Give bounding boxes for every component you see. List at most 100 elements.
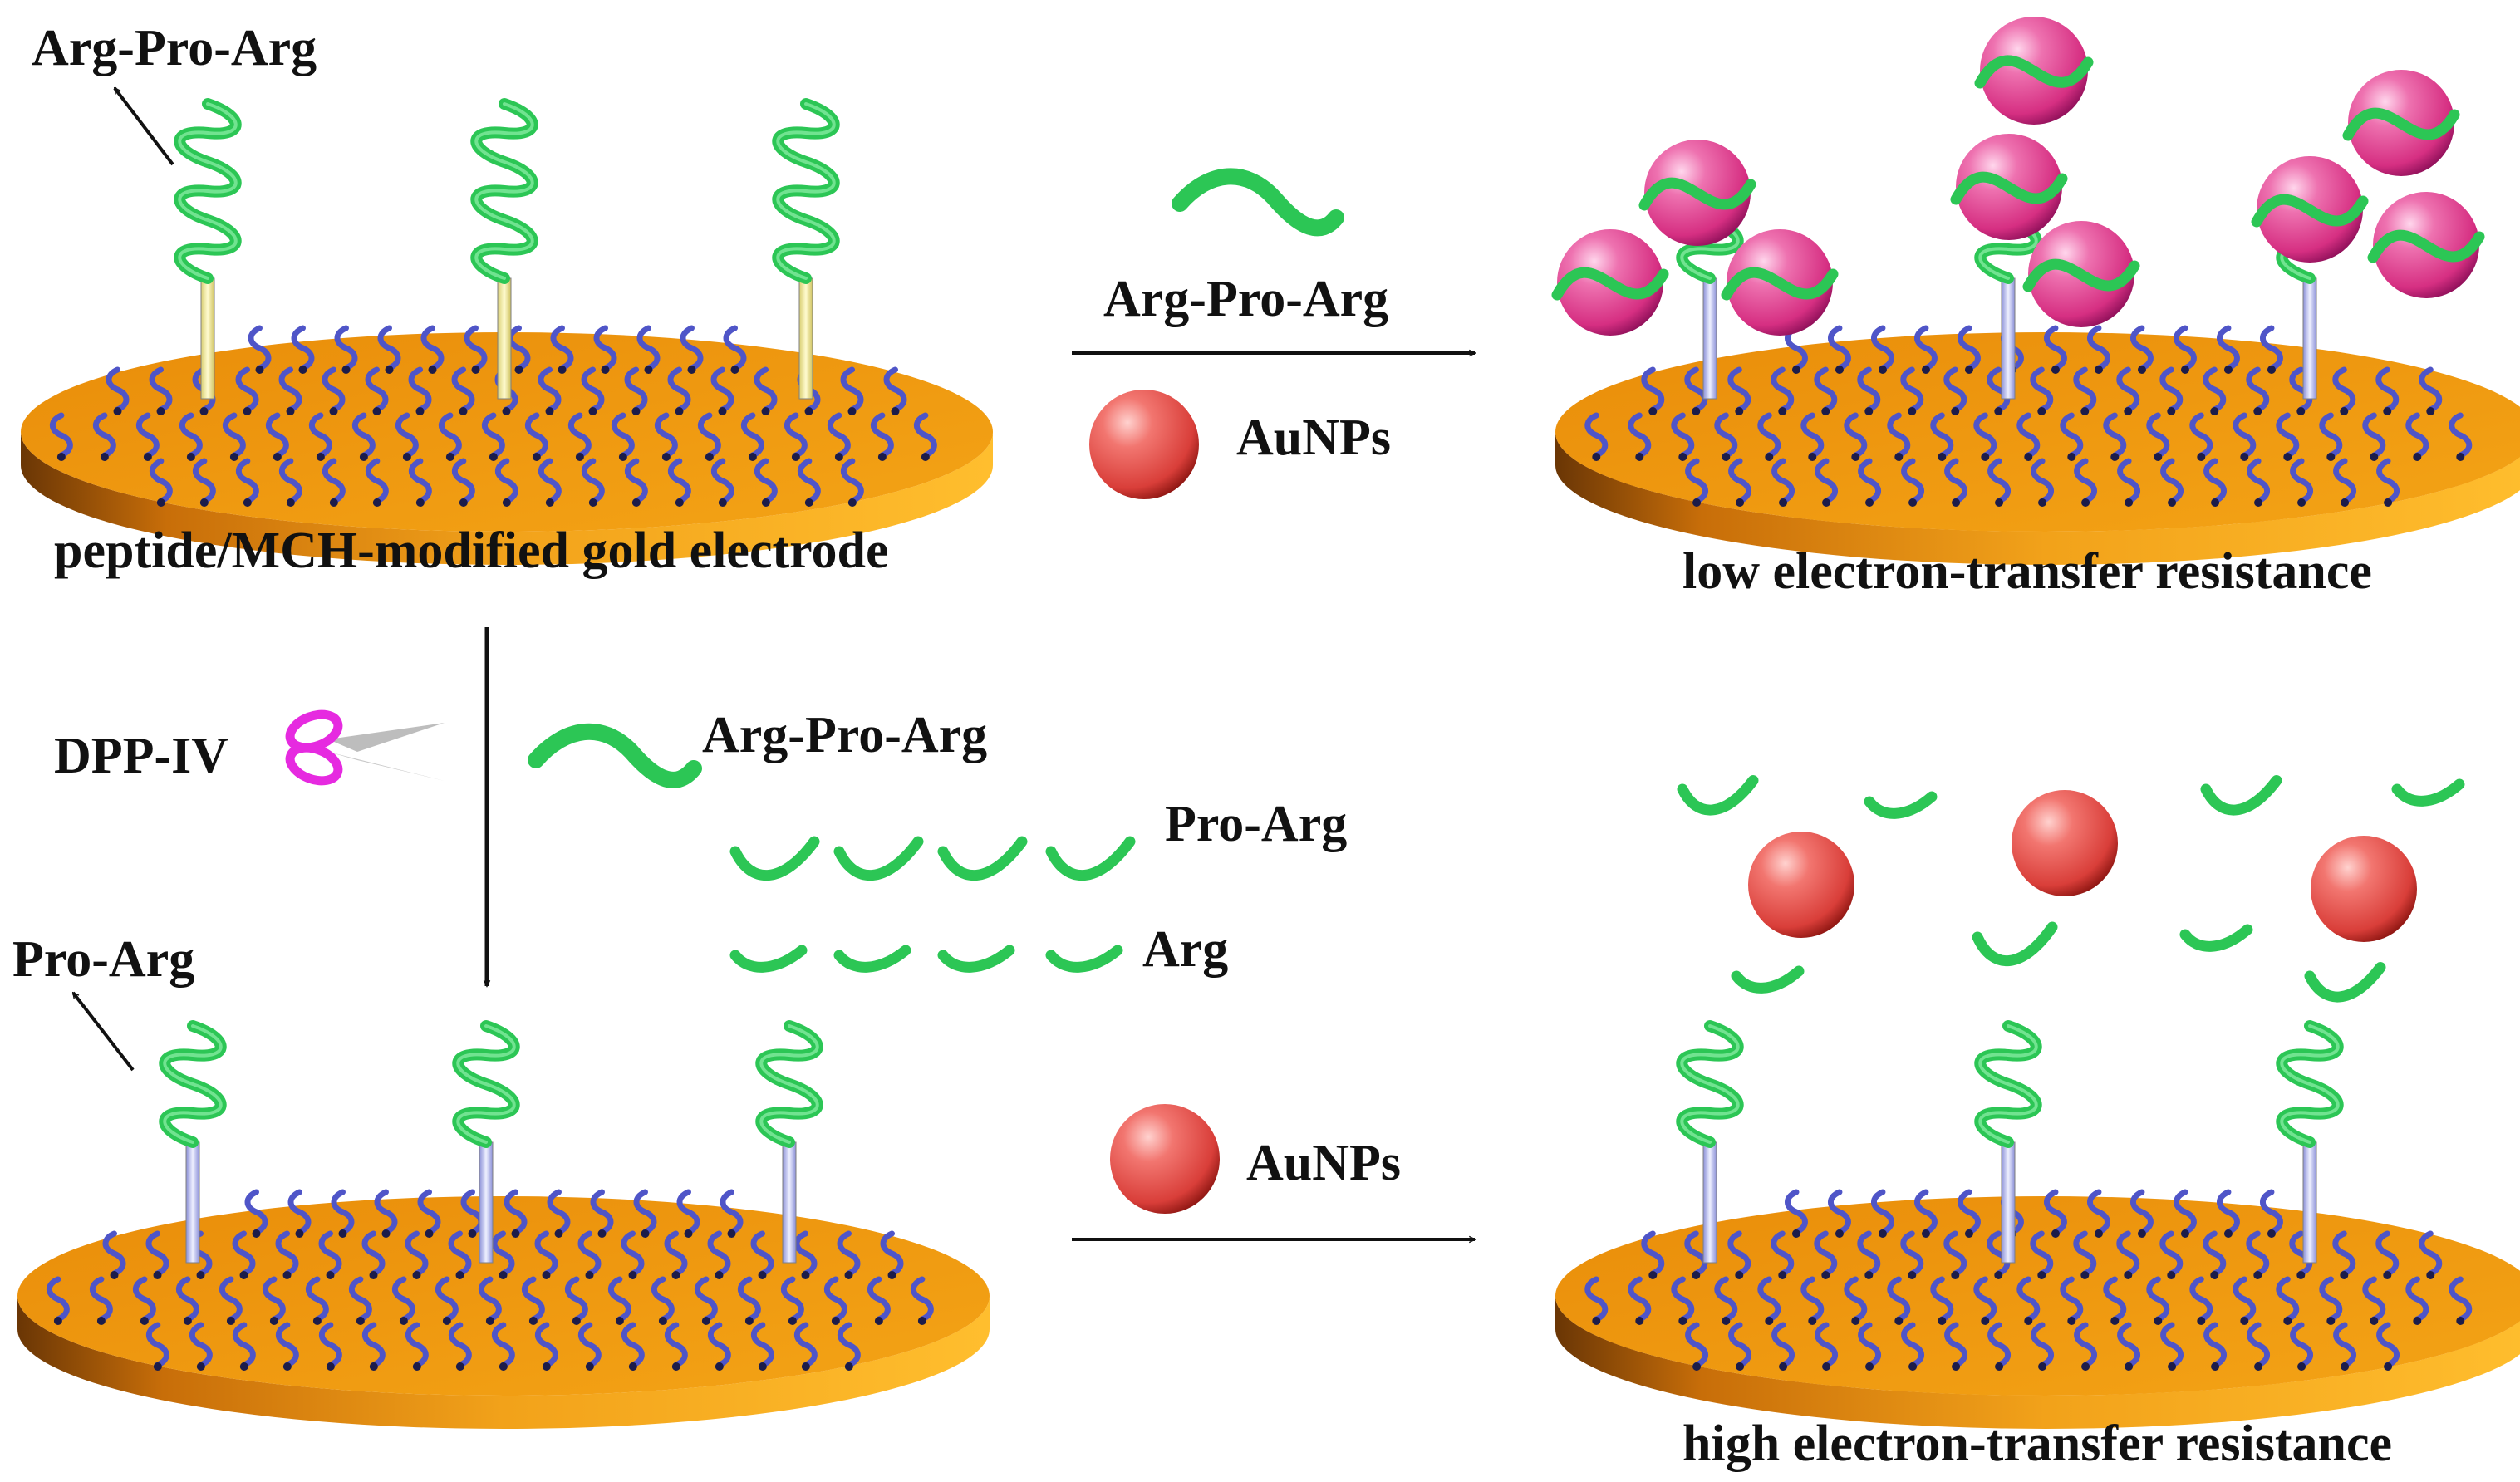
mch-chain (135, 412, 160, 459)
mch-layer (1584, 325, 2473, 507)
mch-chain (145, 1230, 169, 1277)
mch-anchor (788, 1317, 797, 1325)
mch-anchor (1995, 1362, 2004, 1371)
mch-anchor (341, 366, 351, 374)
mch-chain (2044, 325, 2067, 371)
mch-anchor (2341, 1362, 2350, 1371)
mch-anchor (1951, 407, 1960, 415)
mch-chain (2362, 412, 2386, 459)
mch-chain (2130, 325, 2154, 371)
electrode-bottom-right (1555, 1141, 2520, 1429)
mch-chain (1871, 1189, 1894, 1235)
mch-anchor (2024, 1317, 2033, 1325)
mch-anchor (96, 1317, 106, 1325)
mch-anchor (2456, 1317, 2465, 1325)
mch-chain (1584, 1276, 1609, 1323)
mch-anchor (1648, 1271, 1658, 1279)
mch-anchor (2154, 1317, 2163, 1325)
mch-chain (1771, 458, 1795, 504)
mch-anchor (2110, 453, 2120, 461)
mch-chain (175, 1276, 199, 1323)
mch-chain (420, 325, 445, 371)
mch-anchor (385, 366, 394, 374)
peptide-fragment (1731, 965, 1805, 994)
mch-anchor (705, 453, 714, 461)
mch-anchor (2370, 1317, 2379, 1325)
mch-chain (491, 1230, 515, 1277)
mch-chain (2333, 458, 2357, 504)
mch-anchor (2180, 366, 2189, 374)
mch-chain (581, 366, 605, 413)
mch-chain (664, 1322, 688, 1368)
mch-chain (2189, 412, 2213, 459)
mch-chain (2159, 366, 2184, 413)
mch-anchor (199, 498, 209, 507)
mch-chain (2319, 412, 2343, 459)
mch-anchor (425, 1229, 434, 1238)
mch-chain (179, 412, 203, 459)
mch-chain (1987, 1230, 2011, 1277)
mch-anchor (156, 407, 165, 415)
mch-anchor (199, 407, 209, 415)
mch-chain (2276, 412, 2300, 459)
mch-chain (707, 1230, 731, 1277)
mch-anchor (1778, 407, 1787, 415)
mch-anchor (1865, 498, 1874, 507)
mch-anchor (329, 407, 338, 415)
mch-chain (235, 458, 259, 504)
linker-rod (2001, 1141, 2016, 1264)
mch-chain (1943, 1230, 1967, 1277)
mch-anchor (2267, 366, 2276, 374)
mch-anchor (2094, 366, 2103, 374)
mch-anchor (701, 1317, 710, 1325)
mch-anchor (2124, 1271, 2133, 1279)
mch-chain (737, 1276, 761, 1323)
mch-anchor (2210, 407, 2219, 415)
mch-chain (89, 1276, 113, 1323)
mch-chain (278, 366, 302, 413)
mch-chain (651, 1276, 675, 1323)
mch-chain (1771, 366, 1795, 413)
mch-chain (1814, 1230, 1838, 1277)
mch-anchor (286, 407, 295, 415)
result-high-resistance: high electron-transfer resistance (1682, 1416, 2392, 1472)
mch-chain (232, 1230, 256, 1277)
mch-chain (451, 458, 475, 504)
peptide-highlight (178, 102, 238, 280)
mch-anchor (687, 366, 696, 374)
mch-anchor (1678, 453, 1687, 461)
peptide-fragment (2304, 962, 2386, 1003)
mch-chain (1973, 1276, 1997, 1323)
mch-anchor (588, 498, 597, 507)
mch-anchor (644, 366, 653, 374)
mch-chain (780, 1276, 804, 1323)
mch-chain (331, 1189, 355, 1235)
mch-chain (680, 325, 704, 371)
mch-chain (2044, 1189, 2067, 1235)
mch-chain (707, 1322, 731, 1368)
mch-chain (1987, 458, 2012, 504)
electrode-top-left (21, 277, 993, 565)
mch-anchor (286, 498, 295, 507)
gold-disc-top (17, 1196, 990, 1396)
mch-chain (291, 325, 315, 371)
mch-anchor (2051, 1229, 2060, 1238)
mch-anchor (282, 1271, 292, 1279)
mch-chain (1641, 1230, 1665, 1277)
mch-anchor (618, 453, 627, 461)
mch-chain (2146, 1276, 2170, 1323)
mch-anchor (675, 407, 684, 415)
reagent-aunps-label-top: AuNPs (1236, 410, 1391, 466)
mch-chain (2117, 1322, 2141, 1368)
mch-anchor (316, 453, 325, 461)
mch-chain (534, 1322, 558, 1368)
mch-chain (361, 1230, 386, 1277)
mch-anchor (761, 407, 770, 415)
peptide-fragment (833, 836, 924, 881)
mch-anchor (1736, 1362, 1745, 1371)
mch-chain (1714, 1276, 1738, 1323)
mch-chain (2160, 1322, 2184, 1368)
mch-anchor (804, 407, 813, 415)
mch-anchor (2080, 1271, 2090, 1279)
mch-anchor (2210, 1271, 2219, 1279)
